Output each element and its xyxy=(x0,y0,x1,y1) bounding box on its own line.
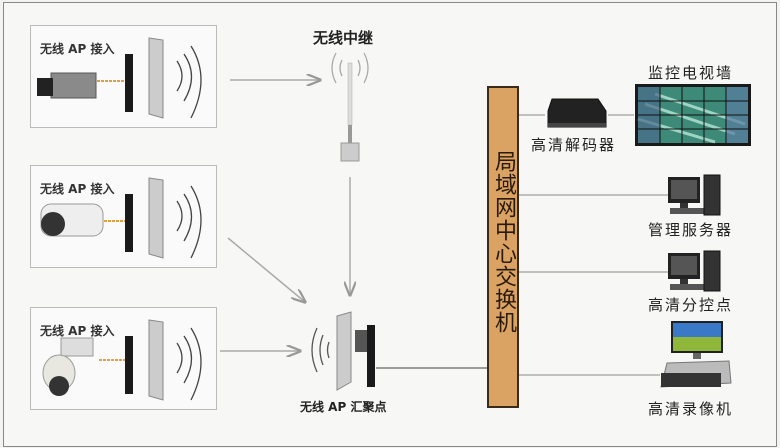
ap-label: 无线 AP 接入 xyxy=(40,182,115,196)
arrow-ap2-to-aggregator xyxy=(227,237,305,302)
aggregator-antenna-icon xyxy=(311,311,375,391)
ap-box-3: 无线 AP 接入 xyxy=(30,307,217,410)
lan-core-switch: 局域网中心交换机 xyxy=(487,86,519,408)
recorder-label: 高清录像机 xyxy=(648,400,734,418)
video-wall-label: 监控电视墙 xyxy=(648,64,734,82)
repeater-antenna-icon xyxy=(331,52,369,162)
repeater-label: 无线中继 xyxy=(313,29,374,47)
server-label: 管理服务器 xyxy=(648,221,734,239)
ap-label: 无线 AP 接入 xyxy=(40,324,115,338)
server-computer-icon xyxy=(668,174,721,216)
sub-control-label: 高清分控点 xyxy=(648,296,734,314)
ap-box-1: 无线 AP 接入 xyxy=(30,25,217,128)
box-camera-icon xyxy=(37,37,202,119)
switch-label: 局域网中心交换机 xyxy=(491,150,516,334)
decoder-icon xyxy=(547,98,607,128)
sub-control-computer-icon xyxy=(668,250,721,292)
recorder-icon xyxy=(660,321,732,388)
decoder-label: 高清解码器 xyxy=(531,136,617,154)
video-wall-icon xyxy=(635,84,751,146)
aggregator-label: 无线 AP 汇聚点 xyxy=(300,400,387,414)
dome-camera-icon xyxy=(42,319,202,401)
bullet-camera-icon xyxy=(40,177,202,259)
ap-box-2: 无线 AP 接入 xyxy=(30,165,217,268)
ap-label: 无线 AP 接入 xyxy=(40,42,115,56)
